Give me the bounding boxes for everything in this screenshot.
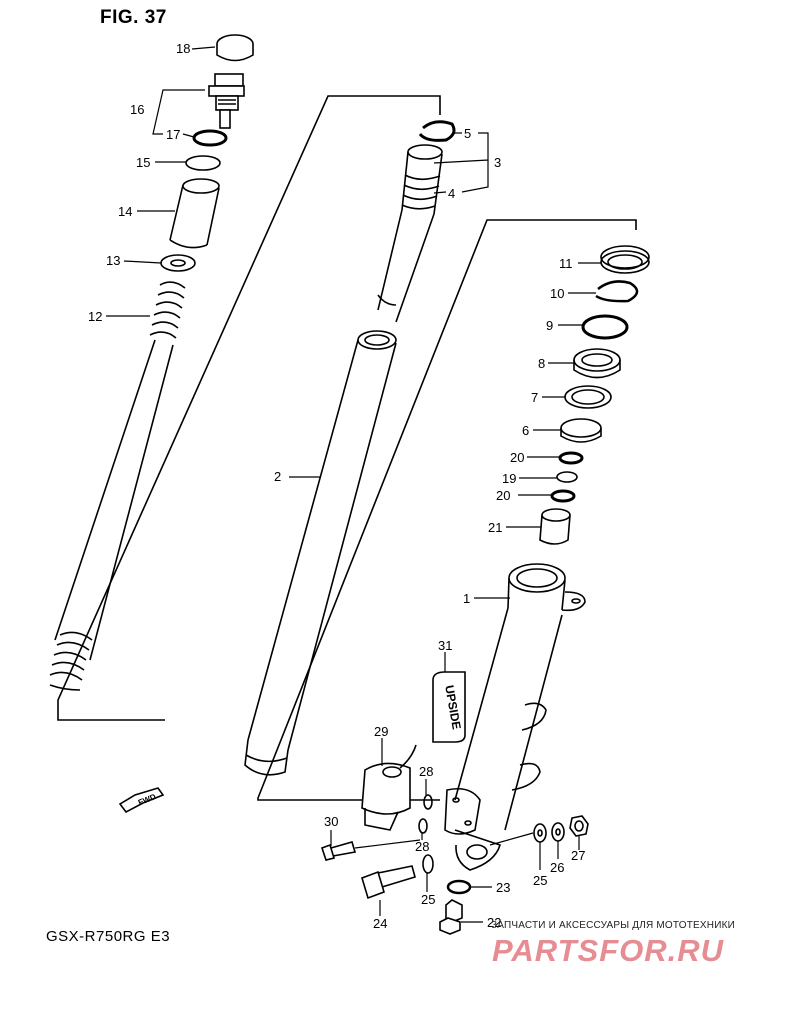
o-ring-20a xyxy=(558,451,584,465)
callout-9: 9 xyxy=(546,318,553,333)
bolt-30 xyxy=(320,841,357,861)
callout-11: 11 xyxy=(559,256,573,271)
spring-seat-13 xyxy=(160,254,196,272)
callout-12: 12 xyxy=(88,309,102,324)
callout-10: 10 xyxy=(550,286,564,301)
washer-28b xyxy=(418,818,428,834)
cap-18 xyxy=(216,34,254,62)
stopper-ring-10 xyxy=(595,280,639,303)
model-code: GSX-R750RG E3 xyxy=(46,928,171,945)
washer-25a xyxy=(422,854,434,874)
callout-6: 6 xyxy=(522,423,529,438)
washer-15 xyxy=(185,155,221,171)
watermark-logo: PARTSFOR.RU xyxy=(492,933,725,968)
callout-19: 19 xyxy=(502,471,516,486)
callout-18: 18 xyxy=(176,41,190,56)
damper-rod-12 xyxy=(49,281,186,691)
callout-4: 4 xyxy=(448,186,455,201)
callout-16: 16 xyxy=(130,102,144,117)
washer-19 xyxy=(556,471,578,483)
figure-title: FIG. 37 xyxy=(100,7,167,28)
callout-20a: 20 xyxy=(510,450,524,465)
callout-24: 24 xyxy=(373,916,387,931)
o-ring-17 xyxy=(192,129,228,147)
callout-8: 8 xyxy=(538,356,545,371)
callout-28b: 28 xyxy=(415,839,429,854)
oil-seal-9 xyxy=(581,314,629,340)
spacer-14 xyxy=(169,178,220,249)
oil-seal-11 xyxy=(600,245,650,274)
callout-29: 29 xyxy=(374,724,388,739)
nut-27 xyxy=(569,815,589,837)
circlip-5 xyxy=(418,120,456,142)
callout-13: 13 xyxy=(106,253,120,268)
callout-26: 26 xyxy=(550,860,564,875)
callout-15: 15 xyxy=(136,155,150,170)
watermark-tagline: ЗАПЧАСТИ И АКСЕССУАРЫ ДЛЯ МОТОТЕХНИКИ xyxy=(491,920,736,931)
bracket-29 xyxy=(361,744,417,831)
emblem-31: UPSIDE xyxy=(432,671,466,743)
fwd-arrow-icon: FWD xyxy=(118,787,165,814)
washer-28a xyxy=(423,794,433,810)
drain-bolt-22 xyxy=(439,899,463,935)
washer-25b xyxy=(533,823,547,843)
outer-tube-1 xyxy=(444,563,586,871)
callout-numbers: 18 16 17 15 14 13 12 5 3 4 2 11 10 9 8 7… xyxy=(88,41,585,931)
callout-3: 3 xyxy=(494,155,501,170)
group-inner-tube-frame xyxy=(257,219,637,801)
inner-tube-2 xyxy=(244,330,397,776)
callout-1: 1 xyxy=(463,591,470,606)
o-ring-20b xyxy=(550,489,576,503)
callout-17: 17 xyxy=(166,127,180,142)
washer-23 xyxy=(446,879,472,895)
callout-2: 2 xyxy=(274,469,281,484)
oil-seal-8 xyxy=(573,348,621,379)
callout-21: 21 xyxy=(488,520,502,535)
adjuster-16 xyxy=(208,73,245,129)
leader-lines xyxy=(106,46,601,923)
callout-27: 27 xyxy=(571,848,585,863)
callout-28a: 28 xyxy=(419,764,433,779)
oil-lock-piece-21 xyxy=(539,508,571,545)
callout-14: 14 xyxy=(118,204,132,219)
callout-5: 5 xyxy=(464,126,471,141)
damper-piston-3 xyxy=(377,144,443,323)
callout-23: 23 xyxy=(496,880,510,895)
callout-20b: 20 xyxy=(496,488,510,503)
washer-7 xyxy=(564,385,612,409)
callout-7: 7 xyxy=(531,390,538,405)
callout-31: 31 xyxy=(438,638,452,653)
callout-25b: 25 xyxy=(533,873,547,888)
callout-25a: 25 xyxy=(421,892,435,907)
callout-22: 22 xyxy=(487,915,501,930)
callout-30: 30 xyxy=(324,814,338,829)
washer-26 xyxy=(551,822,565,842)
group-spring-frame xyxy=(57,95,441,721)
bolt-24 xyxy=(361,865,416,900)
bushing-6 xyxy=(560,418,602,443)
